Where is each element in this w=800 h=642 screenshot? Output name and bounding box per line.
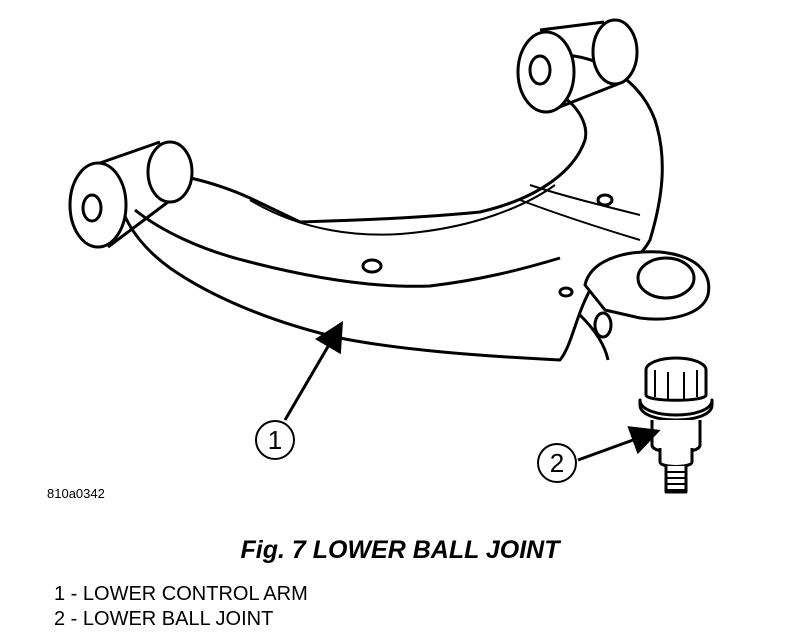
callout-2-number: 2	[550, 448, 564, 478]
rear-pivot-bushing	[516, 18, 639, 114]
control-arm-hole	[558, 286, 574, 298]
figure-legend: 1 - LOWER CONTROL ARM 2 - LOWER BALL JOI…	[54, 582, 308, 632]
control-arm-hole	[596, 193, 614, 207]
callout-1-circle	[255, 420, 295, 460]
control-arm-rear-face	[519, 184, 641, 241]
legend-item: 2 - LOWER BALL JOINT	[54, 608, 274, 630]
figure-reference-code: 810a0342	[47, 486, 105, 501]
leader-arrow-1	[283, 320, 344, 421]
legend-item: 1 - LOWER CONTROL ARM	[54, 583, 308, 605]
figure-title: Fig. 7 LOWER BALL JOINT	[240, 536, 560, 564]
lower-ball-joint	[638, 356, 714, 494]
callout-2-circle	[537, 443, 577, 483]
control-arm-inner-edge	[134, 208, 561, 288]
control-arm-hole	[361, 258, 383, 274]
ball-joint-boss	[578, 250, 711, 361]
leader-arrow-2	[577, 426, 661, 462]
lower-control-arm	[68, 18, 711, 362]
callout-1-number: 1	[268, 425, 282, 455]
suspension-illustration: 1 2	[68, 18, 714, 494]
control-arm-inner-curve	[249, 184, 556, 236]
front-pivot-bushing	[68, 140, 194, 249]
